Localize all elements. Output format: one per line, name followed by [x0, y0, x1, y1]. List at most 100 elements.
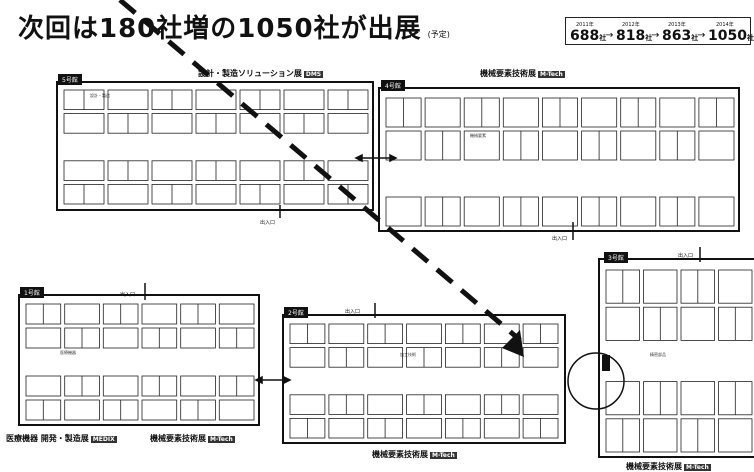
- booth: [327, 113, 369, 134]
- booth: [102, 375, 139, 397]
- booth: [463, 130, 500, 161]
- hall-4-floorplan: [378, 87, 740, 232]
- booth: [195, 183, 237, 205]
- year-label: 2013年: [668, 22, 686, 28]
- booth: [25, 327, 62, 349]
- hall-5-tag: 5号館: [58, 74, 82, 85]
- booth: [385, 196, 422, 227]
- mtech-logo: M-Tech: [208, 436, 235, 443]
- count-value: 688: [570, 28, 600, 44]
- booth: [406, 417, 442, 439]
- caption-text: 機械要素技術展: [480, 69, 536, 78]
- growth-box: 2011年 688 社 → 2012年 818社 → 2013年 863 社 → 2…: [565, 17, 754, 45]
- booth: [289, 347, 326, 368]
- entrance-label: 出入口: [345, 309, 361, 315]
- booth: [180, 327, 216, 349]
- title-text: 次回は180社増の1050社が出展: [18, 14, 422, 44]
- highlighted-booth: [602, 355, 610, 371]
- corridor-arrowhead: [354, 153, 363, 163]
- booth: [328, 417, 365, 439]
- entrance-label: 出入口: [260, 220, 276, 226]
- year-label: 2011年: [576, 22, 594, 28]
- booth: [218, 399, 255, 421]
- booth: [141, 399, 178, 421]
- booth: [25, 375, 62, 397]
- booth: [406, 323, 442, 345]
- hall-2-tag: 2号館: [284, 307, 308, 318]
- caption-text: 機械要素技術展: [626, 462, 682, 471]
- mtech-logo: M-Tech: [684, 464, 711, 471]
- booth: [107, 183, 149, 205]
- caption-text: 医療機器 開発・製造展: [6, 434, 89, 443]
- booth: [289, 394, 326, 415]
- caption-text: 機械要素技術展: [150, 434, 206, 443]
- entrance-label: 出入口: [552, 236, 568, 242]
- booth: [328, 323, 365, 345]
- hall-4-tag: 4号館: [381, 80, 405, 91]
- dashed-pointer-arrow: [118, 0, 522, 342]
- booth: [522, 394, 559, 415]
- booth: [141, 303, 178, 325]
- arrow-right-icon: →: [697, 30, 706, 41]
- booth-label: 精密部品: [650, 352, 666, 357]
- booth: [522, 347, 559, 368]
- arrow-right-icon: →: [605, 30, 614, 41]
- booth: [581, 97, 618, 128]
- caption-text: 設計・製造ソリューション展: [198, 69, 302, 78]
- count-value: 863: [662, 28, 692, 44]
- hall-3-floorplan: [598, 258, 754, 458]
- booth-label: 医療機器: [60, 350, 76, 355]
- corridor-arrowhead: [283, 375, 292, 385]
- medix-logo: MEDIX: [90, 436, 117, 443]
- exhibitor-count: 818社: [616, 28, 652, 44]
- hall-3-tag: 3号館: [604, 252, 628, 263]
- mtech-logo: M-Tech: [538, 71, 565, 78]
- booth-grid: [25, 89, 753, 453]
- count-value: 1050: [708, 28, 747, 44]
- dms-logo: DMS: [303, 71, 324, 78]
- booth: [620, 130, 657, 161]
- booth-label: 加工技術: [400, 352, 416, 357]
- hall-1-tag: 1号館: [20, 287, 44, 298]
- booth: [107, 89, 149, 111]
- exhibitor-count: 1050社: [708, 28, 754, 44]
- booth: [367, 394, 404, 415]
- count-unit: 社: [645, 34, 653, 42]
- booth: [180, 375, 216, 397]
- booth: [64, 399, 100, 421]
- title-note: (予定): [427, 30, 450, 39]
- booth: [102, 327, 139, 349]
- corridor-arrowhead: [254, 375, 263, 385]
- booth: [367, 347, 404, 368]
- year-label: 2012年: [622, 22, 640, 28]
- year-label: 2014年: [716, 22, 734, 28]
- booth: [605, 381, 640, 416]
- booth: [643, 418, 678, 453]
- booth-label: 設計・製造: [90, 93, 110, 98]
- booth: [698, 196, 735, 227]
- booth: [151, 160, 193, 181]
- booth: [680, 381, 715, 416]
- booth: [151, 113, 193, 134]
- arrow-right-icon: →: [651, 30, 660, 41]
- entrance-label: 出入口: [678, 253, 694, 259]
- booth: [680, 306, 715, 341]
- count-unit: 社: [746, 34, 754, 42]
- booth: [605, 306, 640, 341]
- booth: [424, 97, 461, 128]
- highlight-circle: [567, 352, 625, 410]
- booth: [385, 130, 422, 161]
- booth: [327, 160, 369, 181]
- page-title: 次回は180社増の1050社が出展 (予定): [18, 8, 450, 45]
- pointer-arrowhead: [502, 330, 524, 357]
- booth: [463, 196, 500, 227]
- count-value: 818: [616, 28, 646, 44]
- booth: [63, 160, 105, 181]
- booth: [698, 130, 735, 161]
